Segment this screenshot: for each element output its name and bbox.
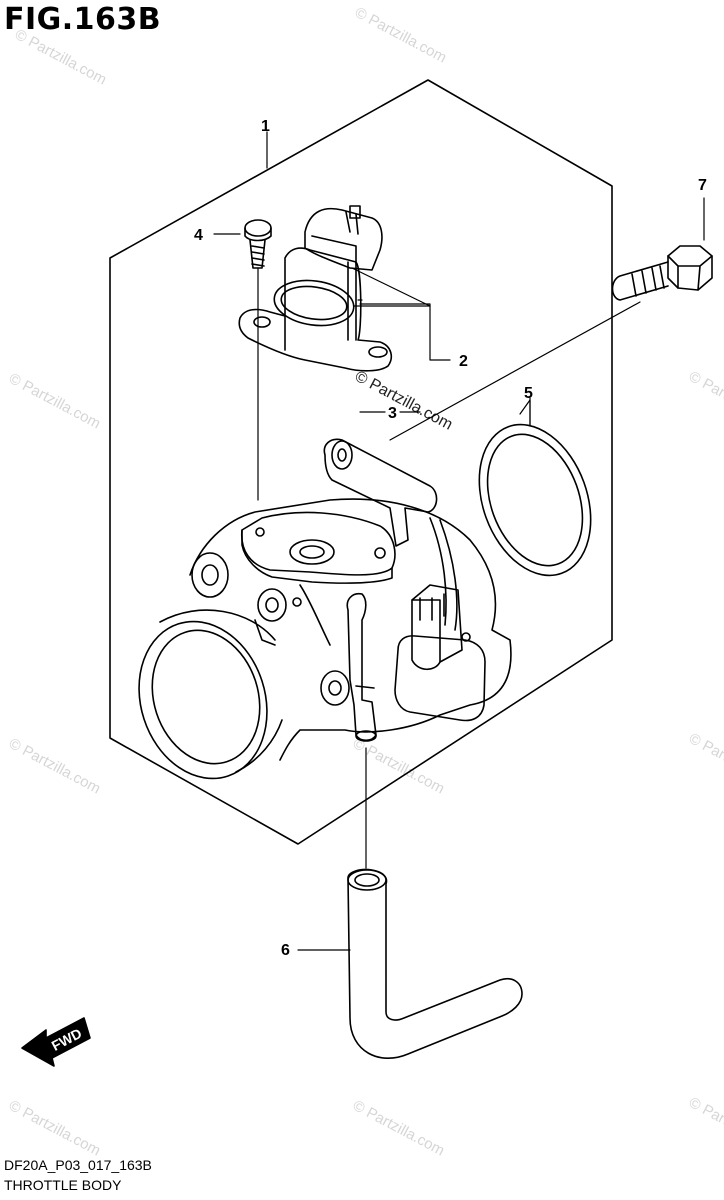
hose-fitting [346,592,377,742]
callout-7: 7 [698,177,707,194]
throttle-body [138,498,512,780]
assembly-box [109,79,613,845]
leader-lines [213,131,705,951]
figure-title: FIG.163B [4,2,162,37]
o-ring-small [273,279,355,327]
callout-6: 6 [281,942,290,959]
o-ring-large [478,423,592,577]
callout-4: 4 [194,227,203,244]
fwd-arrow-icon: FWD [21,1017,91,1067]
diagram-name: THROTTLE BODY [4,1177,122,1193]
throttle-position-sensor [238,205,393,372]
screw [244,219,272,269]
callout-2: 2 [459,353,468,370]
joint-elbow [323,438,438,547]
callout-5: 5 [524,385,533,402]
bolt [611,245,713,301]
callouts: 1 2 3 4 5 6 7 [194,118,707,959]
callout-3: 3 [388,405,397,422]
side-connector [394,584,486,722]
callout-1: 1 [261,118,270,135]
diagram-code: DF20A_P03_017_163B [4,1157,152,1173]
hose [347,868,523,1059]
